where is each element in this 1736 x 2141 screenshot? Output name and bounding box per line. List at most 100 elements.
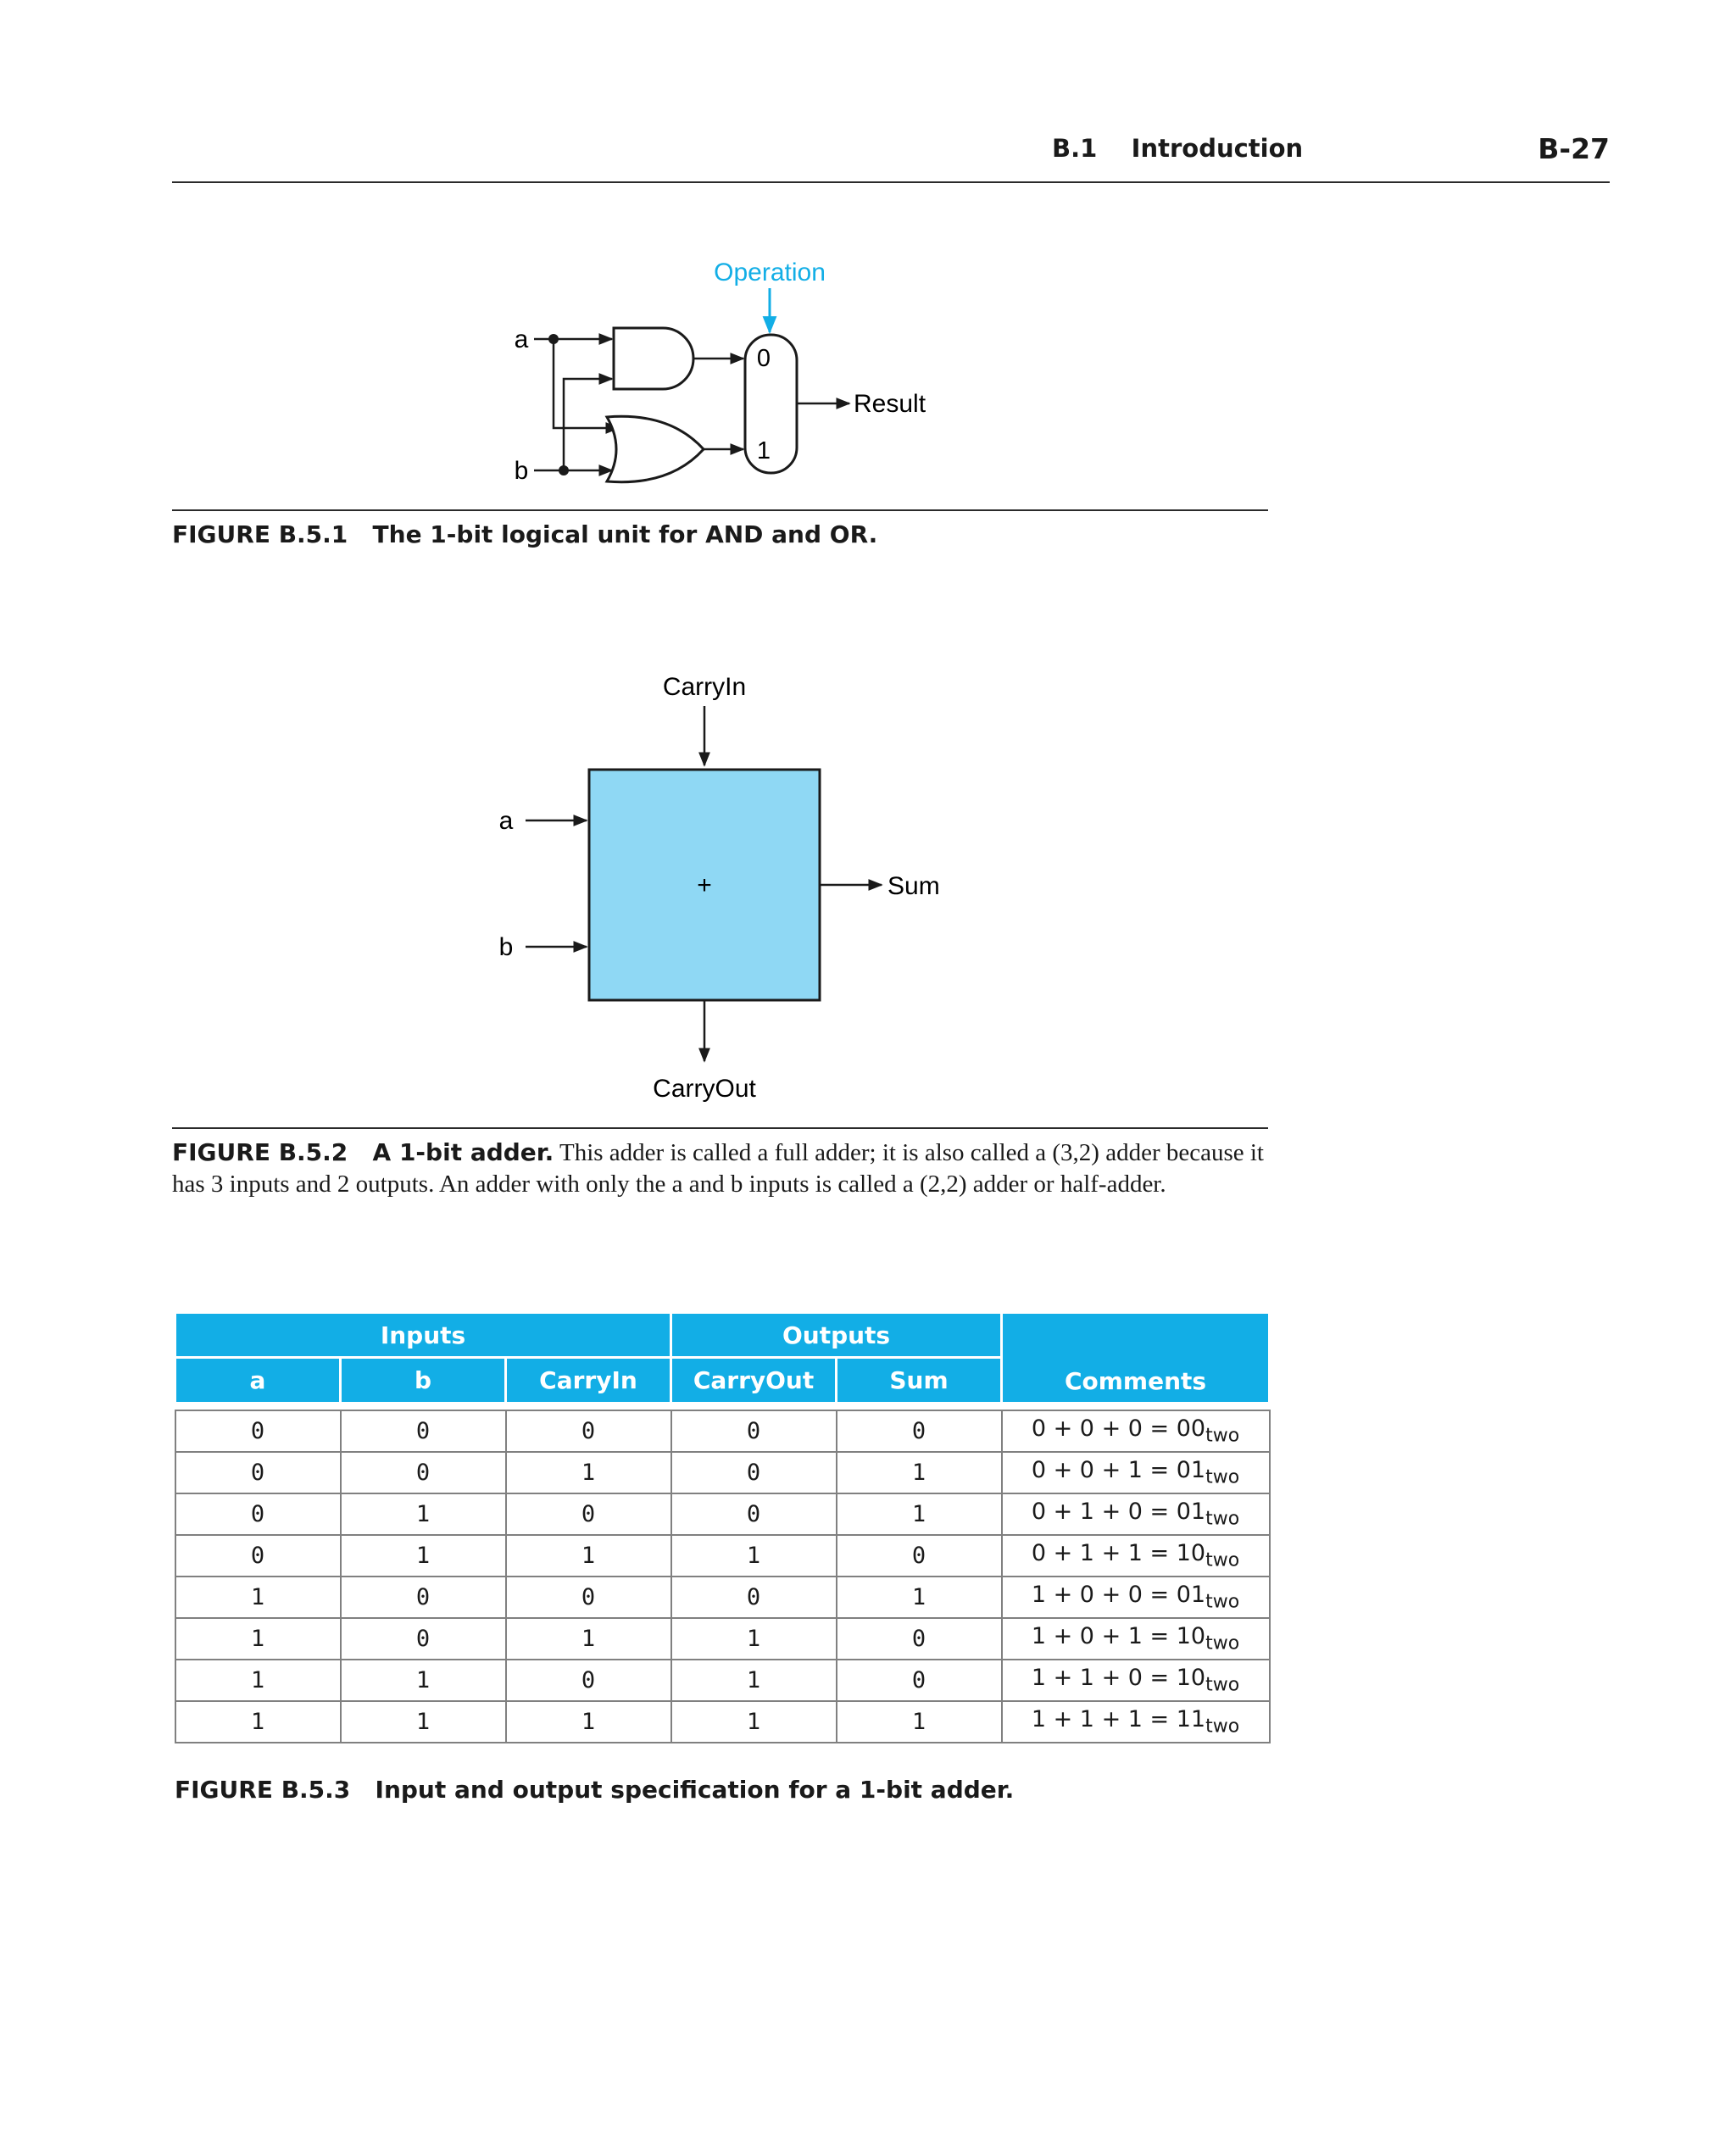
cell-comment: 1 + 1 + 1 = 11two xyxy=(1000,1700,1271,1743)
operation-label: Operation xyxy=(714,259,826,286)
cell-sum: 0 xyxy=(835,1410,1003,1453)
cell-carryin: 0 xyxy=(504,1410,672,1453)
adder-input-a-label: a xyxy=(499,807,514,835)
group-header-inputs: Inputs xyxy=(173,1311,673,1359)
table-row: 1 1 0 1 0 1 + 1 + 0 = 10two xyxy=(174,1659,1271,1702)
column-header-carryin: CarryIn xyxy=(504,1356,673,1404)
figure-b52-label: FIGURE B.5.2 xyxy=(172,1138,348,1166)
column-header-sum: Sum xyxy=(835,1356,1004,1404)
cell-sum: 1 xyxy=(835,1493,1003,1536)
cell-carryout: 0 xyxy=(670,1451,837,1494)
adder-truth-table: Inputs Outputs Comments a b CarryIn Carr… xyxy=(173,1311,1271,1743)
cell-b: 1 xyxy=(339,1493,507,1536)
cell-carryin: 1 xyxy=(504,1617,672,1660)
cell-carryout: 0 xyxy=(670,1493,837,1536)
cell-a: 1 xyxy=(174,1576,342,1619)
input-a-label: a xyxy=(515,325,529,353)
table-row: 1 0 0 0 1 1 + 0 + 0 = 01two xyxy=(174,1576,1271,1619)
junction-b xyxy=(559,465,569,475)
cell-sum: 0 xyxy=(835,1534,1003,1577)
cell-sum: 0 xyxy=(835,1617,1003,1660)
table-row: 1 1 1 1 1 1 + 1 + 1 = 11two xyxy=(174,1700,1271,1743)
mux-input-1: 1 xyxy=(757,437,771,464)
cell-b: 0 xyxy=(339,1410,507,1453)
table-group-header-row: Inputs Outputs Comments xyxy=(173,1311,1271,1404)
adder-input-b-label: b xyxy=(499,933,514,961)
column-header-a: a xyxy=(174,1356,342,1404)
figure-b52-rule xyxy=(172,1127,1268,1129)
wires xyxy=(534,333,851,476)
cell-a: 1 xyxy=(174,1617,342,1660)
figure-b52-body: This adder is called a full adder; it is… xyxy=(172,1139,1264,1198)
figure-b52-diagram: CarryIn + a b Sum CarryOut xyxy=(499,673,940,1103)
cell-sum: 1 xyxy=(835,1451,1003,1494)
cell-carryin: 1 xyxy=(504,1534,672,1577)
cell-sum: 1 xyxy=(835,1700,1003,1743)
cell-carryout: 0 xyxy=(670,1410,837,1453)
result-label: Result xyxy=(854,390,926,418)
table-column-header-row: a b CarryIn CarryOut Sum xyxy=(174,1356,1270,1404)
cell-a: 0 xyxy=(174,1410,342,1453)
header-page-number: B-27 xyxy=(1538,132,1610,165)
figure-b51-title: The 1-bit logical unit for AND and OR. xyxy=(372,520,878,548)
cell-a: 0 xyxy=(174,1534,342,1577)
figure-b52-title: A 1-bit adder. xyxy=(372,1138,554,1166)
cell-carryin: 0 xyxy=(504,1493,672,1536)
cell-comment: 0 + 1 + 1 = 10two xyxy=(1000,1534,1271,1577)
cell-carryout: 1 xyxy=(670,1659,837,1702)
cell-carryin: 1 xyxy=(504,1451,672,1494)
sum-label: Sum xyxy=(887,872,940,900)
cell-comment: 0 + 1 + 0 = 01two xyxy=(1000,1493,1271,1536)
figure-b51-diagram: Operation a b 0 1 Result xyxy=(515,259,926,485)
column-header-carryout: CarryOut xyxy=(670,1356,838,1404)
cell-carryout: 1 xyxy=(670,1534,837,1577)
figure-b52-caption: FIGURE B.5.2 A 1-bit adder. This adder i… xyxy=(172,1137,1268,1200)
input-b-label: b xyxy=(515,457,529,485)
cell-b: 0 xyxy=(339,1451,507,1494)
cell-comment: 1 + 0 + 0 = 01two xyxy=(1000,1576,1271,1619)
cell-carryin: 0 xyxy=(504,1659,672,1702)
carryin-label: CarryIn xyxy=(663,673,746,701)
cell-a: 0 xyxy=(174,1451,342,1494)
cell-carryin: 0 xyxy=(504,1576,672,1619)
cell-carryout: 1 xyxy=(670,1617,837,1660)
cell-carryin: 1 xyxy=(504,1700,672,1743)
mux-input-0: 0 xyxy=(757,345,771,372)
column-header-comments: Comments xyxy=(1000,1311,1271,1404)
cell-a: 0 xyxy=(174,1493,342,1536)
cell-comment: 1 + 0 + 1 = 10two xyxy=(1000,1617,1271,1660)
cell-a: 1 xyxy=(174,1659,342,1702)
cell-b: 1 xyxy=(339,1700,507,1743)
cell-b: 0 xyxy=(339,1617,507,1660)
table-row: 0 1 0 0 1 0 + 1 + 0 = 01two xyxy=(174,1493,1271,1536)
cell-carryout: 1 xyxy=(670,1700,837,1743)
cell-comment: 1 + 1 + 0 = 10two xyxy=(1000,1659,1271,1702)
cell-comment: 0 + 0 + 0 = 00two xyxy=(1000,1410,1271,1453)
cell-comment: 0 + 0 + 1 = 01two xyxy=(1000,1451,1271,1494)
figure-b51-rule xyxy=(172,509,1268,511)
figure-b53-caption: FIGURE B.5.3 Input and output specificat… xyxy=(175,1774,1271,1806)
table-row: 0 1 1 1 0 0 + 1 + 1 = 10two xyxy=(174,1534,1271,1577)
group-header-outputs: Outputs xyxy=(670,1311,1004,1359)
multiplexor xyxy=(743,333,798,475)
adder-plus: + xyxy=(697,871,712,899)
column-header-b: b xyxy=(339,1356,507,1404)
cell-b: 0 xyxy=(339,1576,507,1619)
running-header: B.1 Introduction B-27 xyxy=(172,127,1610,183)
figure-b51-label: FIGURE B.5.1 xyxy=(172,520,348,548)
cell-sum: 1 xyxy=(835,1576,1003,1619)
figure-b53-label: FIGURE B.5.3 xyxy=(175,1776,351,1804)
or-gate xyxy=(604,414,706,484)
header-section-title: B.1 Introduction xyxy=(1052,134,1304,163)
table-row: 0 0 0 0 0 0 + 0 + 0 = 00two xyxy=(174,1410,1271,1453)
table-row: 0 0 1 0 1 0 + 0 + 1 = 01two xyxy=(174,1451,1271,1494)
cell-a: 1 xyxy=(174,1700,342,1743)
figure-b53-title: Input and output specification for a 1-b… xyxy=(375,1776,1015,1804)
and-gate xyxy=(612,326,695,391)
carryout-label: CarryOut xyxy=(653,1075,756,1103)
cell-b: 1 xyxy=(339,1534,507,1577)
table-row: 1 0 1 1 0 1 + 0 + 1 = 10two xyxy=(174,1617,1271,1660)
cell-b: 1 xyxy=(339,1659,507,1702)
junction-a xyxy=(548,334,559,344)
cell-carryout: 0 xyxy=(670,1576,837,1619)
